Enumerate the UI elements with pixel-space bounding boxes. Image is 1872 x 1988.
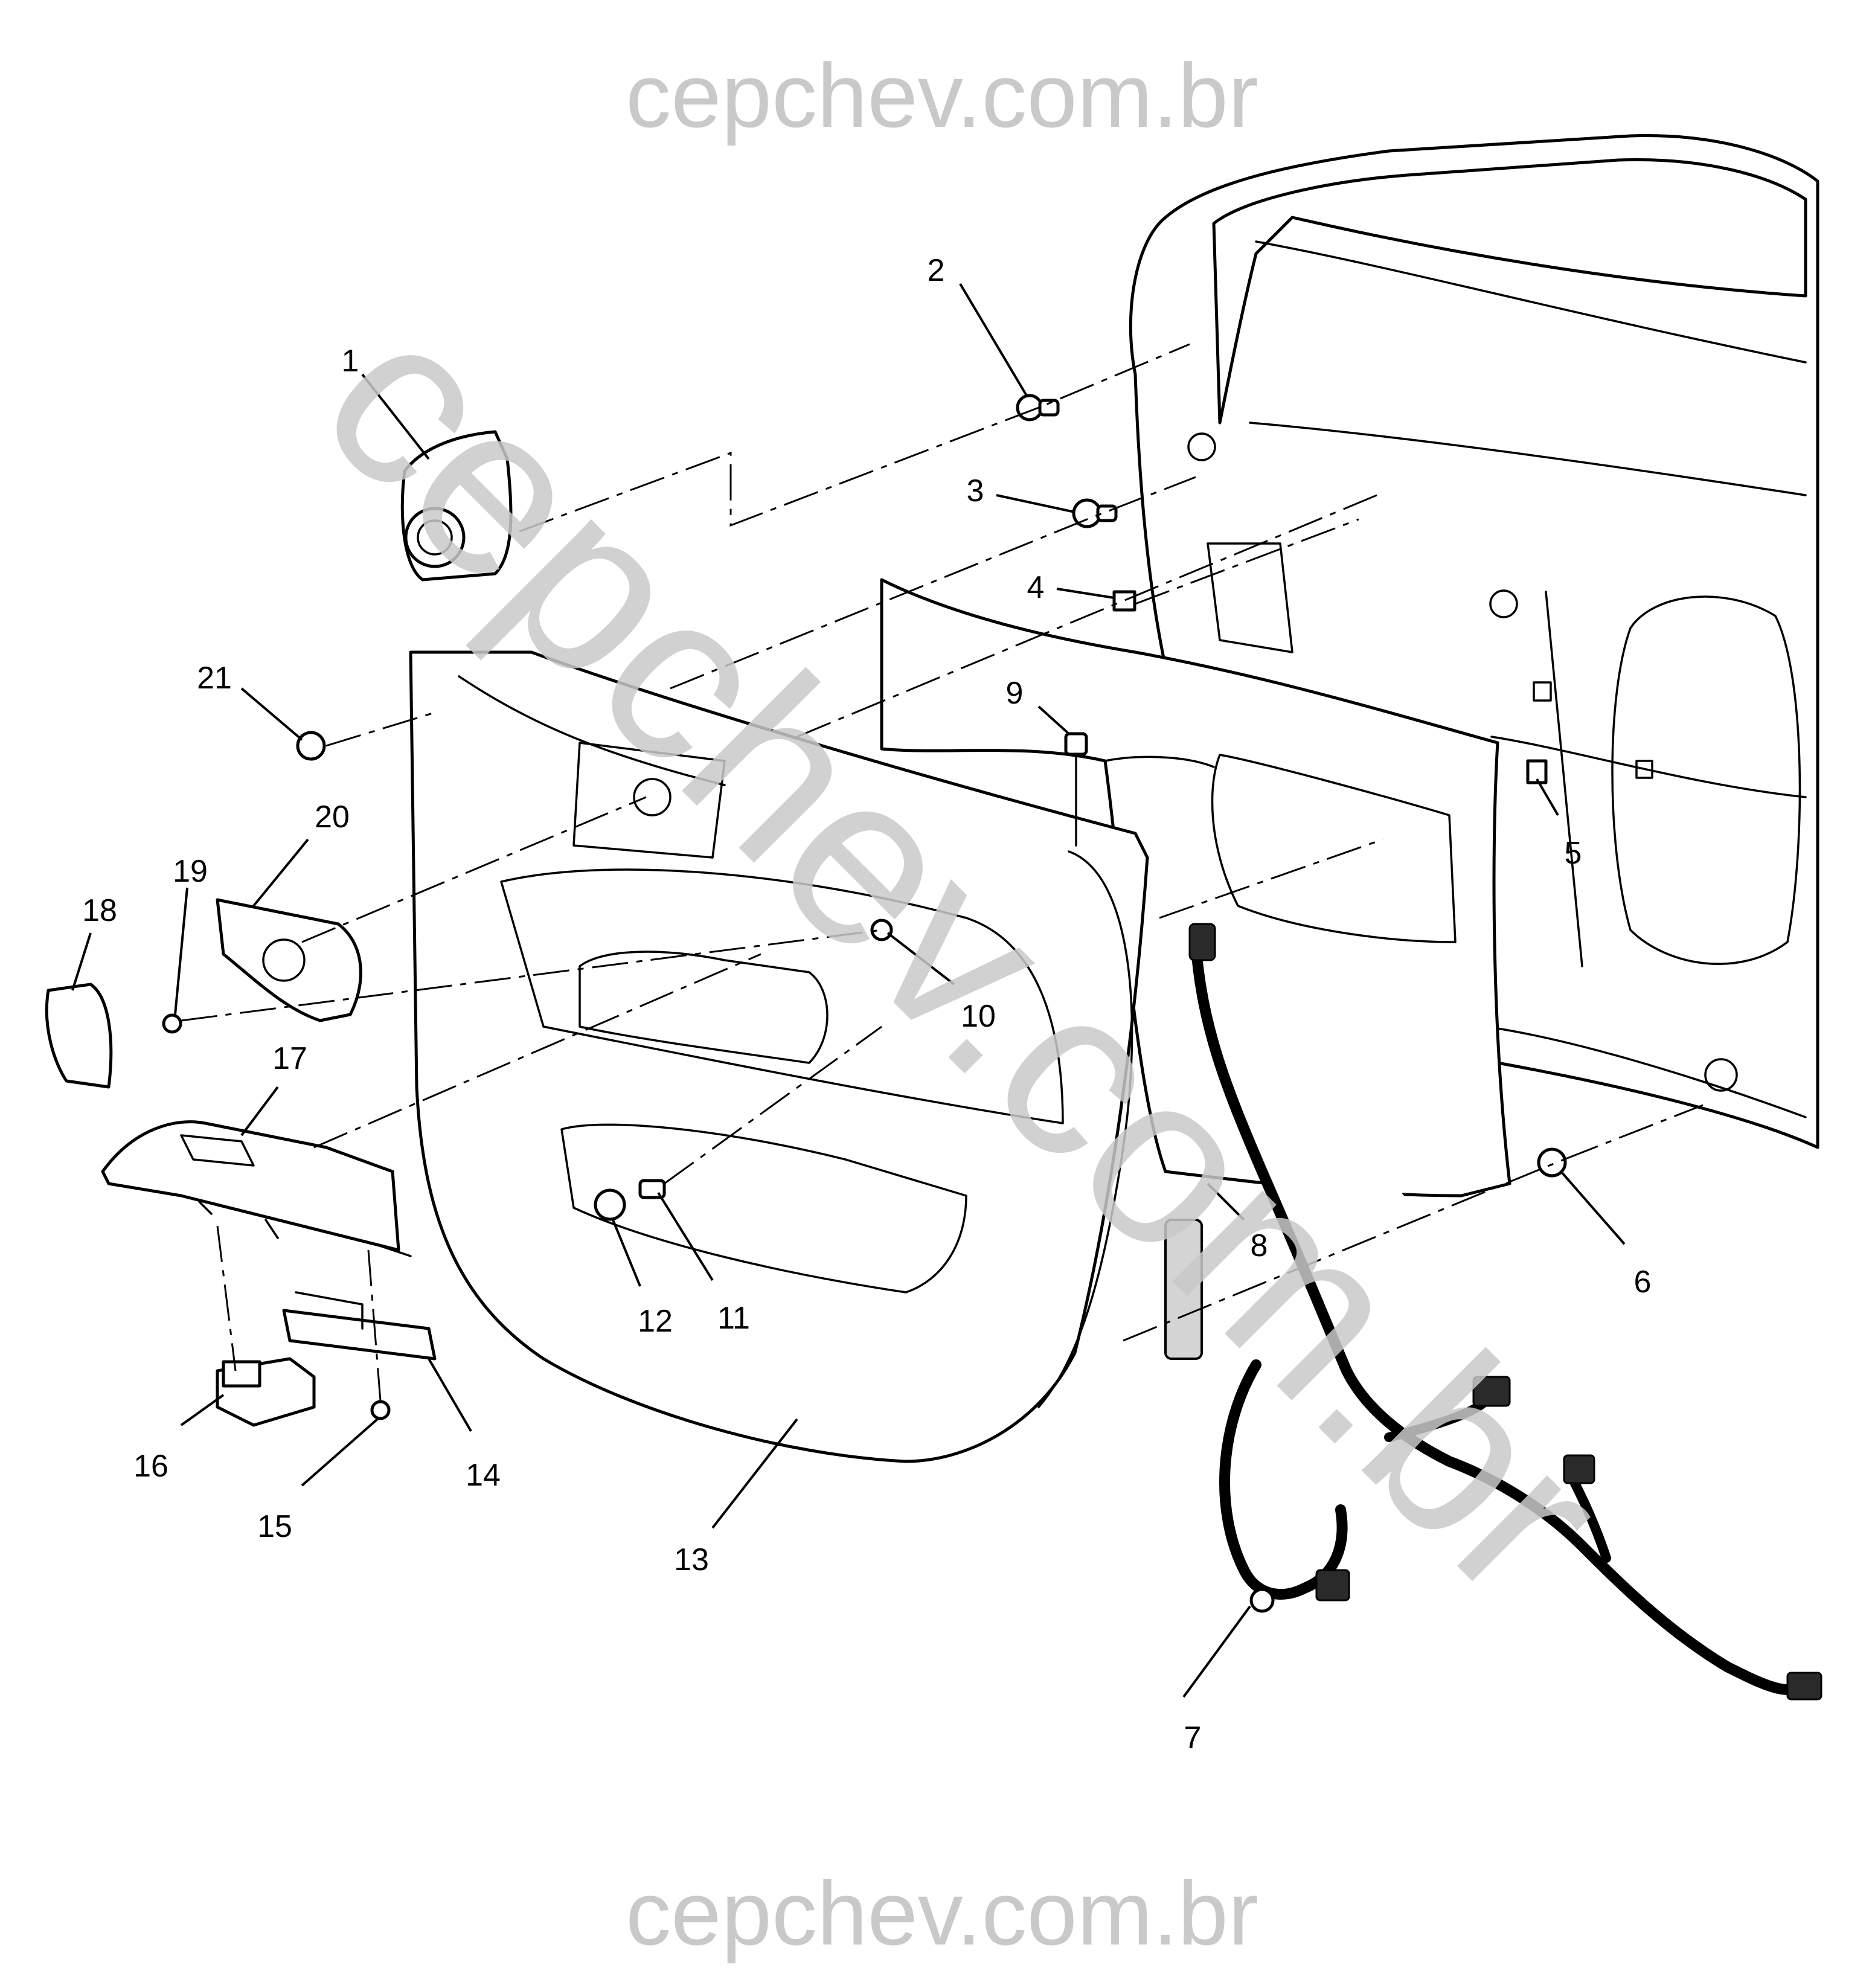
callout-4: 4 [1027, 570, 1045, 605]
door-trim-panel [409, 650, 1149, 1463]
callout-19: 19 [173, 854, 208, 889]
callout-labels: 1 2 3 4 5 6 7 8 9 10 11 12 13 14 15 16 1… [82, 253, 1651, 1756]
plug-21 [296, 731, 326, 761]
mirror-sail-trim [400, 430, 513, 582]
callout-17: 17 [272, 1041, 307, 1076]
watermark-bottom: cepchev.com.br [626, 1862, 1258, 1964]
cover-18 [45, 983, 113, 1089]
callout-8: 8 [1251, 1228, 1268, 1263]
armrest-bezel-17 [101, 1120, 412, 1257]
callout-9: 9 [1006, 676, 1024, 711]
callout-20: 20 [315, 800, 350, 835]
callout-7: 7 [1184, 1720, 1202, 1756]
leader-lines [71, 283, 1626, 1698]
callout-1: 1 [342, 344, 359, 379]
callout-16: 16 [133, 1449, 168, 1484]
callout-2: 2 [928, 253, 945, 288]
callout-5: 5 [1565, 836, 1582, 871]
callout-11: 11 [717, 1301, 750, 1336]
window-switch-16 [216, 1357, 316, 1427]
inside-handle-20 [216, 898, 362, 1022]
callout-15: 15 [257, 1509, 292, 1544]
callout-14: 14 [466, 1458, 501, 1493]
push-pin-6 [1537, 1147, 1567, 1178]
callout-21: 21 [197, 661, 232, 696]
wiring-harness [1164, 923, 1822, 1701]
callout-18: 18 [82, 893, 117, 928]
fastener-9 [1064, 732, 1088, 847]
callout-6: 6 [1634, 1265, 1652, 1300]
screw-19 [162, 1013, 182, 1034]
callout-10: 10 [961, 999, 996, 1034]
callout-12: 12 [638, 1304, 673, 1339]
cap-12 [594, 1188, 626, 1221]
screw-10 [870, 919, 893, 941]
callout-3: 3 [967, 473, 984, 508]
water-deflector [880, 578, 1511, 1198]
reinforcement-14 [282, 1291, 437, 1361]
screw-15 [370, 1400, 391, 1420]
centerlines [181, 343, 1704, 1402]
retainer-clip-4 [1112, 590, 1136, 612]
watermark-top: cepchev.com.br [626, 45, 1258, 146]
callout-13: 13 [674, 1542, 709, 1577]
